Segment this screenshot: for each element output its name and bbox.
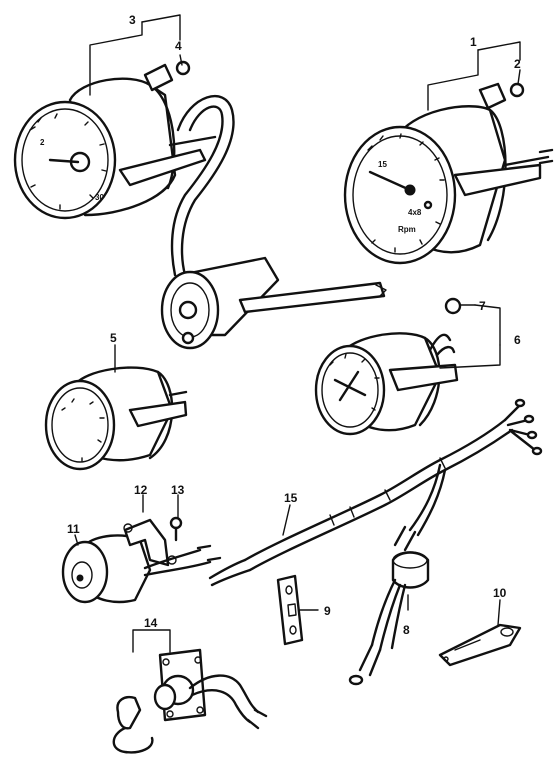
small-gauge-part-6	[314, 297, 462, 436]
small-gauge-part-5	[44, 366, 188, 471]
socket-part-8	[348, 551, 430, 686]
switch-assembly-part-11	[61, 516, 222, 604]
callout-2: 2	[514, 57, 521, 71]
svg-text:2: 2	[40, 138, 45, 147]
callout-12: 12	[134, 483, 148, 497]
callout-1: 1	[470, 35, 477, 49]
callout-13: 13	[171, 483, 185, 497]
left-gauge-part-3: 30 2	[13, 60, 235, 277]
callout-9: 9	[324, 604, 331, 618]
callout-6: 6	[514, 333, 521, 347]
right-gauge-part-1: 15 4x8 Rpm	[343, 82, 554, 265]
callout-3: 3	[129, 13, 136, 27]
svg-text:15: 15	[378, 160, 387, 169]
bracket-part-10	[438, 623, 522, 667]
wiring-harness-part-15	[208, 398, 543, 587]
plate-part-9	[276, 574, 304, 646]
callout-labels: 3 4 1 2 7 6 5 12 13 11 15 9 8 10 14	[67, 13, 521, 637]
callout-leaders	[74, 14, 521, 653]
svg-text:Rpm: Rpm	[398, 225, 416, 234]
svg-text:4x8: 4x8	[408, 208, 422, 217]
callout-4: 4	[175, 39, 182, 53]
cable-drive-housing	[160, 256, 387, 350]
callout-7: 7	[479, 299, 486, 313]
svg-text:30: 30	[95, 193, 104, 202]
callout-5: 5	[110, 331, 117, 345]
callout-15: 15	[284, 491, 298, 505]
callout-8: 8	[403, 623, 410, 637]
callout-10: 10	[493, 586, 507, 600]
switch-plate-part-14	[112, 648, 268, 754]
callout-14: 14	[144, 616, 158, 630]
callout-11: 11	[67, 522, 80, 536]
